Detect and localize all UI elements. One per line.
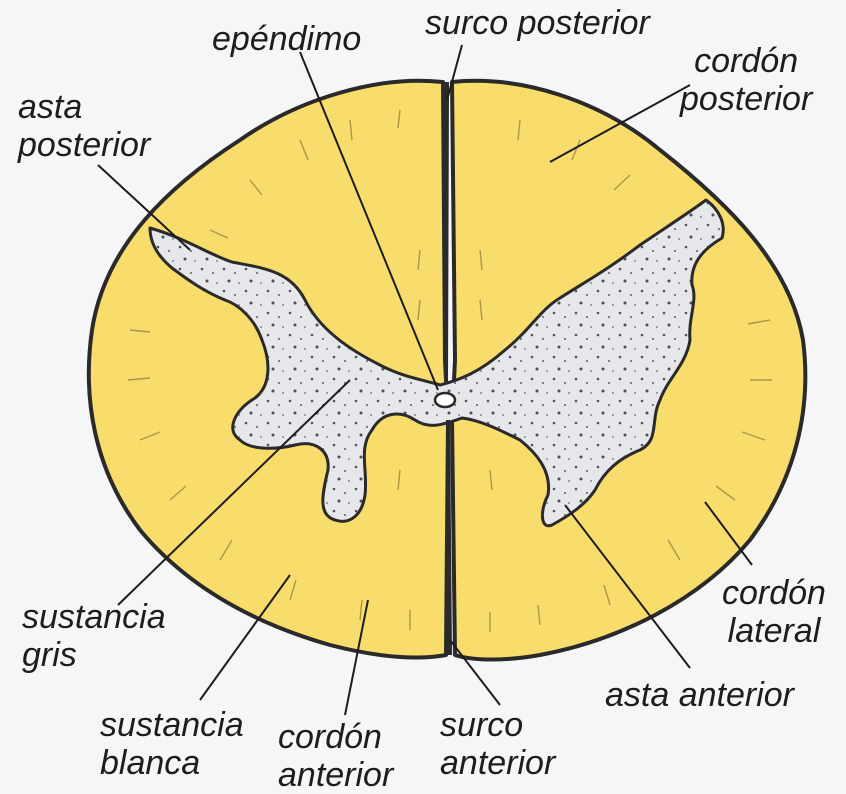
label-cordon-lateral-line1: cordón xyxy=(722,574,826,612)
label-sustancia-blanca-line1: sustancia xyxy=(100,706,244,744)
label-cordon-posterior-line2: posterior xyxy=(680,80,812,118)
label-cordon-lateral: cordón lateral xyxy=(722,574,826,650)
label-sustancia-blanca: sustancia blanca xyxy=(100,706,244,782)
label-sustancia-gris: sustancia gris xyxy=(22,598,166,674)
label-cordon-anterior: cordón anterior xyxy=(278,718,393,794)
label-surco-anterior: surco anterior xyxy=(440,706,555,782)
label-asta-posterior: asta posterior xyxy=(18,88,150,164)
label-cordon-posterior-line1: cordón xyxy=(680,42,812,80)
label-surco-anterior-line1: surco xyxy=(440,706,555,744)
label-sustancia-gris-line2: gris xyxy=(22,636,166,674)
central-canal xyxy=(435,393,455,407)
posterior-sulcus xyxy=(446,82,447,380)
label-cordon-lateral-line2: lateral xyxy=(722,612,826,650)
label-sustancia-gris-line1: sustancia xyxy=(22,598,166,636)
label-asta-posterior-line2: posterior xyxy=(18,126,150,164)
label-ependimo: epéndimo xyxy=(212,20,361,58)
label-sustancia-blanca-line2: blanca xyxy=(100,744,244,782)
label-cordon-anterior-line1: cordón xyxy=(278,718,393,756)
label-cordon-posterior: cordón posterior xyxy=(680,42,812,118)
label-asta-anterior: asta anterior xyxy=(605,676,794,714)
anterior-sulcus xyxy=(448,420,450,655)
label-surco-anterior-line2: anterior xyxy=(440,744,555,782)
label-surco-posterior: surco posterior xyxy=(425,4,650,42)
label-cordon-anterior-line2: anterior xyxy=(278,756,393,794)
label-asta-posterior-line1: asta xyxy=(18,88,150,126)
